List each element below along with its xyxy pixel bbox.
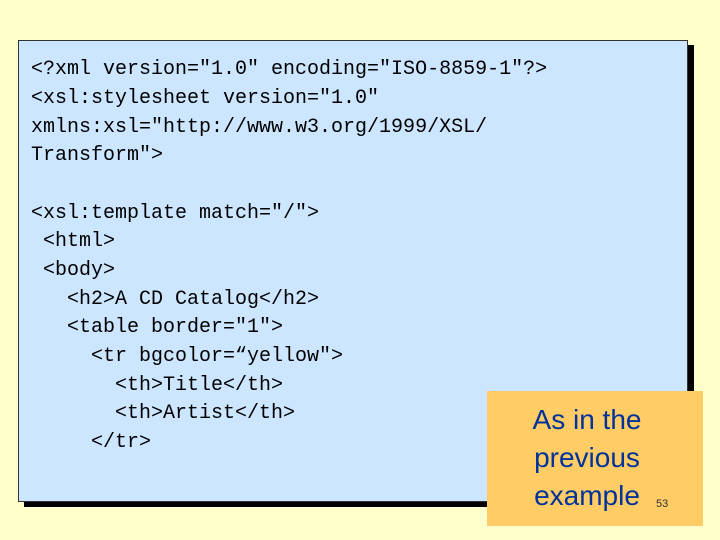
code-line-3: xmlns:xsl="http://www.w3.org/1999/XSL/	[31, 116, 488, 139]
code-line-1: <?xml version="1.0" encoding="ISO-8859-1…	[31, 58, 548, 81]
code-line-7: <html>	[31, 230, 116, 253]
code-line-11: <tr bgcolor=“yellow">	[31, 345, 344, 368]
code-line-8: <body>	[31, 259, 116, 282]
code-box: <?xml version="1.0" encoding="ISO-8859-1…	[18, 40, 688, 502]
callout-text: As in the previous example	[487, 401, 687, 515]
code-line-6: <xsl:template match="/">	[31, 202, 320, 225]
code-line-12: <th>Title</th>	[31, 374, 284, 397]
callout-line-2: previous	[534, 442, 640, 473]
slide-number: 53	[656, 498, 669, 510]
code-line-2: <xsl:stylesheet version="1.0"	[31, 87, 380, 110]
code-line-4: Transform">	[31, 144, 164, 167]
code-line-9: <h2>A CD Catalog</h2>	[31, 288, 320, 311]
code-line-10: <table border="1">	[31, 316, 284, 339]
callout-line-1: As in the	[532, 404, 642, 435]
code-line-13: <th>Artist</th>	[31, 402, 296, 425]
callout-box: As in the previous example	[487, 391, 703, 526]
callout-line-3: example	[534, 480, 640, 511]
code-line-14: </tr>	[31, 431, 152, 454]
